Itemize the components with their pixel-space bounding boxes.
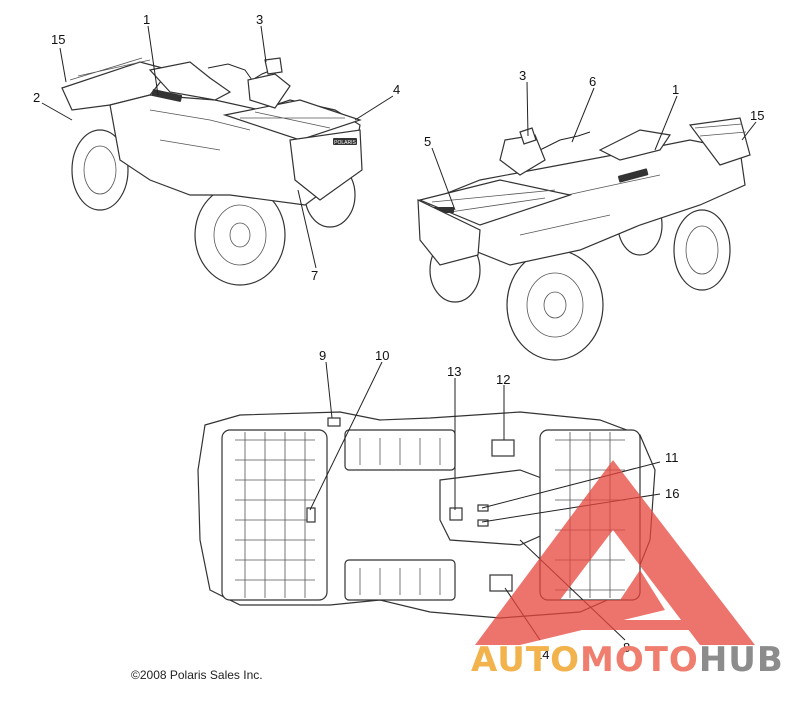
callout-14: 14	[535, 647, 549, 662]
atv-right-view	[417, 117, 751, 361]
callout-13: 13	[447, 364, 461, 379]
callout-1-right: 1	[672, 82, 679, 97]
watermark-triangle-logo	[475, 460, 755, 645]
callout-9: 9	[319, 348, 326, 363]
callout-3-left: 3	[256, 12, 263, 27]
callout-6: 6	[589, 74, 596, 89]
callout-1-left: 1	[143, 12, 150, 27]
watermark-moto: MOTO	[579, 640, 699, 680]
callout-5: 5	[424, 134, 431, 149]
svg-text:POLARIS: POLARIS	[334, 140, 356, 146]
callout-4: 4	[393, 82, 400, 97]
callout-2: 2	[33, 90, 40, 105]
callout-11: 11	[665, 450, 679, 465]
callout-10: 10	[375, 348, 389, 363]
callout-15-right: 15	[750, 108, 764, 123]
callout-12: 12	[496, 372, 510, 387]
callout-8: 8	[623, 640, 630, 655]
callout-15-left: 15	[51, 32, 65, 47]
watermark-auto: AUTO	[471, 640, 580, 680]
callout-7: 7	[311, 268, 318, 283]
watermark-hub: HUB	[698, 640, 784, 680]
callout-labels: 1 2 3 4 5 6 7 8 9 10 11 12 13 14 15 16 3…	[33, 12, 764, 662]
atv-left-view: POLARIS	[61, 57, 363, 286]
copyright-text: ©2008 Polaris Sales Inc.	[131, 668, 263, 682]
callout-3-right: 3	[519, 68, 526, 83]
callout-16: 16	[665, 486, 679, 501]
watermark-wordmark: AUTOMOTOHUB	[471, 640, 784, 680]
